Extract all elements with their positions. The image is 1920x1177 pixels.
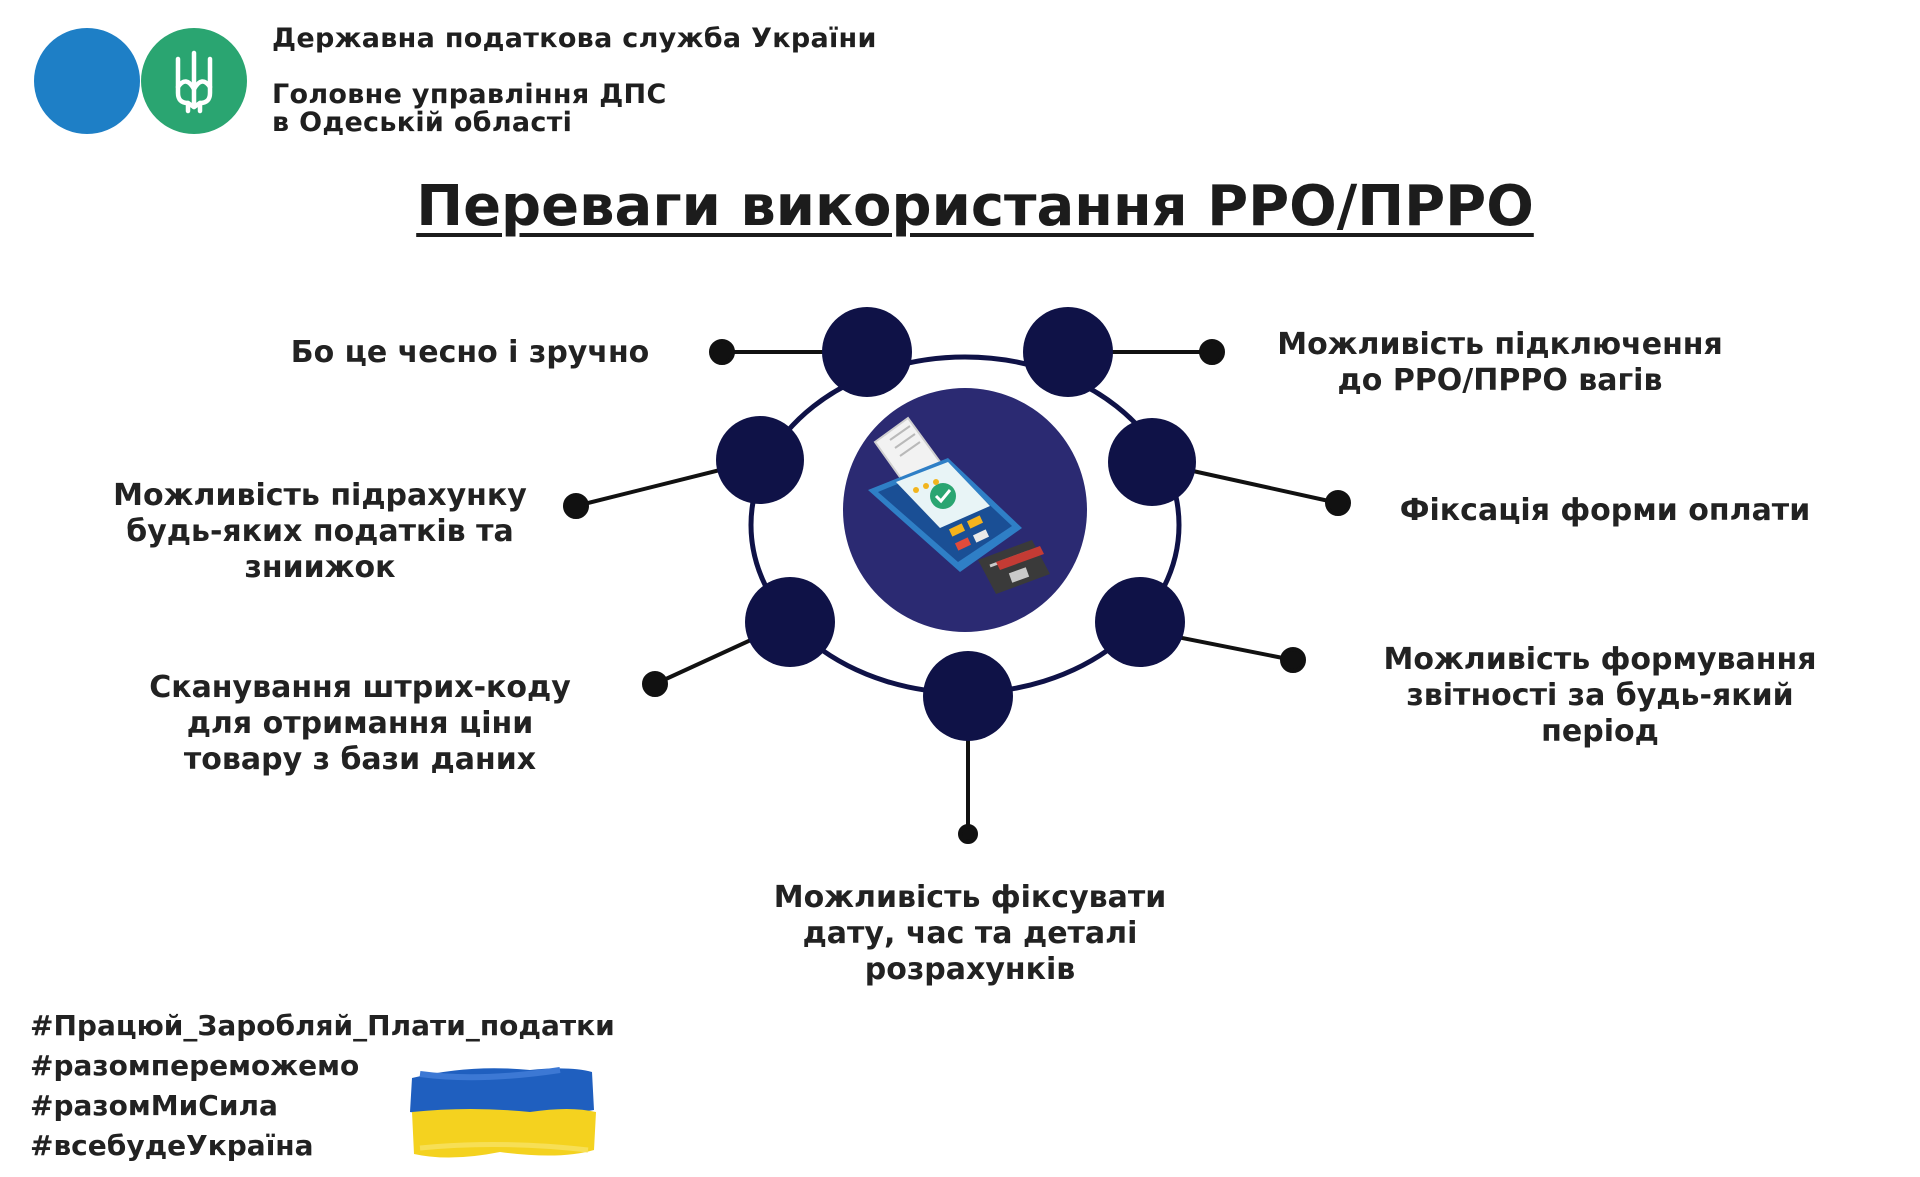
hashtag: #разомпереможемо xyxy=(30,1049,360,1082)
dot-honest xyxy=(709,339,735,365)
dot-reports xyxy=(1280,647,1306,673)
dot-taxes xyxy=(563,493,589,519)
hashtags: #Працюй_Заробляй_Плати_податки #разомпер… xyxy=(30,1006,615,1166)
node-datetime xyxy=(923,651,1013,741)
ukraine-flag-icon xyxy=(410,1067,596,1158)
department-line-2: в Одеській області xyxy=(272,107,573,138)
node-honest xyxy=(822,307,912,397)
node-reports xyxy=(1095,577,1185,667)
dot-barcode xyxy=(642,671,668,697)
label-barcode: Сканування штрих-коду для отримання ціни… xyxy=(149,670,571,777)
label-taxes: Можливість підрахунку будь-яких податків… xyxy=(113,478,527,585)
label-scales: Можливість підключення до РРО/ПРРО вагів xyxy=(1277,327,1723,398)
logo-blue-circle xyxy=(34,28,140,134)
hashtag: #всебудеУкраїна xyxy=(30,1129,314,1162)
page-title-text: Переваги використання РРО/ПРРО xyxy=(416,174,1534,239)
label-payment: Фіксація форми оплати xyxy=(1399,493,1811,528)
dot-datetime xyxy=(958,824,978,844)
node-barcode xyxy=(745,577,835,667)
dot-scales xyxy=(1199,339,1225,365)
hashtag: #разомМиСила xyxy=(30,1089,278,1122)
node-taxes xyxy=(716,416,804,504)
node-payment xyxy=(1108,418,1196,506)
label-reports: Можливість формування звітності за будь-… xyxy=(1383,642,1817,749)
org-name: Державна податкова служба України xyxy=(272,23,877,54)
department-line-1: Головне управління ДПС xyxy=(272,79,667,110)
label-honest: Бо це чесно і зручно xyxy=(290,335,650,370)
node-scales xyxy=(1023,307,1113,397)
hashtag: #Працюй_Заробляй_Плати_податки xyxy=(30,1009,615,1042)
dot-payment xyxy=(1325,490,1351,516)
page-title: Переваги використання РРО/ПРРО xyxy=(0,172,1920,242)
label-datetime: Можливість фіксувати дату, час та деталі… xyxy=(773,880,1167,987)
pos-terminal-icon xyxy=(868,416,1050,594)
